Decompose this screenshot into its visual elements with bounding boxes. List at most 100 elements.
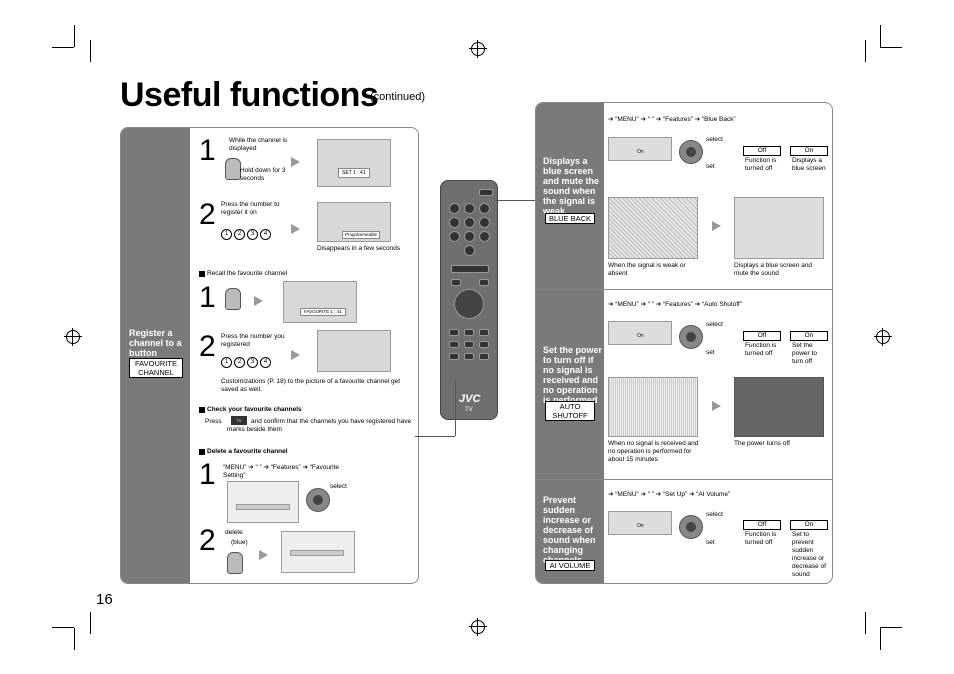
crop-mark: [880, 25, 881, 47]
step-number: 2: [199, 524, 216, 557]
remote-button: [449, 341, 459, 348]
tv-screen-image: FAVOURITE 1 : 41: [283, 281, 357, 323]
menu-screen-image: [281, 531, 355, 573]
remote-button: [464, 231, 475, 242]
crop-mark: [880, 627, 902, 628]
menu-path: ➔ “MENU” ➔ “ ” ➔ “Features” ➔ “Auto Shut…: [608, 301, 742, 308]
crop-mark: [52, 627, 74, 628]
option-description: Function is turned off: [745, 531, 777, 546]
option-description: Displays a blue screen: [792, 157, 826, 172]
side-bar: [536, 103, 604, 583]
side-tag: FAVOURITE CHANNEL: [129, 358, 183, 378]
divider: [536, 479, 832, 480]
number-button: 1: [221, 229, 232, 240]
remote-control-image: JVC TV: [440, 180, 498, 420]
remote-button: [449, 217, 460, 228]
select-label: select: [706, 136, 723, 143]
section-bullet: [199, 271, 205, 277]
tv-screen-image: Programmeable: [317, 202, 391, 242]
option-off: Off: [743, 520, 781, 530]
option-description: Function is turned off: [745, 342, 777, 357]
menu-screen-image: On: [608, 137, 672, 161]
tv-screen-image: SET 1 : 41: [317, 139, 391, 187]
remote-button: [449, 353, 459, 360]
side-bar: [121, 128, 190, 583]
number-button: 3: [247, 229, 258, 240]
step-number: 2: [199, 198, 216, 231]
remote-button: [449, 203, 460, 214]
step-number: 2: [199, 330, 216, 363]
remote-button: [479, 217, 490, 228]
section-bullet: [199, 407, 205, 413]
note-text: Customizations (P. 18) to the picture of…: [221, 378, 401, 393]
note-text: Disappears in a few seconds: [317, 245, 401, 252]
menu-path: ➔ “MENU” ➔ “ ” ➔ “Features” ➔ “Blue Back…: [608, 116, 736, 123]
arrow-right-icon: [291, 350, 300, 360]
number-button: 3: [247, 357, 258, 368]
number-button: 1: [221, 357, 232, 368]
option-off: Off: [743, 331, 781, 341]
menu-value: On: [637, 149, 644, 155]
instruction-text: and confirm that the channels you have r…: [251, 418, 412, 425]
hand-press-icon: [225, 158, 241, 180]
set-label: set: [706, 539, 715, 546]
remote-dial-icon: [679, 515, 703, 539]
power-off-image: [734, 377, 824, 437]
option-on: On: [790, 146, 828, 156]
remote-button: [449, 329, 459, 336]
hand-press-icon: [225, 288, 241, 310]
section-heading: Recall the favourite channel: [207, 270, 288, 277]
option-on: On: [790, 520, 828, 530]
remote-button: [479, 329, 489, 336]
set-label: set: [706, 349, 715, 356]
number-button: 4: [260, 357, 271, 368]
menu-screen-image: On: [608, 511, 672, 535]
connector-line: [496, 200, 536, 201]
hand-press-icon: [227, 552, 243, 574]
arrow-right-icon: [712, 221, 721, 231]
menu-bar: [236, 504, 290, 510]
remote-button: [464, 245, 475, 256]
blue-screen-image: [734, 197, 824, 259]
favourite-channel-panel: Register a channel to a button FAVOURITE…: [120, 127, 419, 584]
number-button: 2: [234, 357, 245, 368]
remote-button: [479, 203, 490, 214]
menu-screen-image: [227, 481, 299, 523]
select-label: select: [330, 483, 347, 490]
connector-line: [455, 380, 456, 436]
remote-dpad: [454, 289, 484, 319]
arrow-right-icon: [712, 401, 721, 411]
crop-mark: [865, 612, 866, 634]
page-title: Useful functions: [120, 76, 379, 114]
instruction-text: (blue): [231, 539, 248, 546]
option-description: Function is turned off: [745, 157, 777, 172]
remote-button: [464, 203, 475, 214]
remote-button: [479, 341, 489, 348]
page-number: 16: [96, 591, 113, 608]
menu-bar: [290, 550, 344, 556]
registration-mark: [874, 328, 892, 346]
brand-subtitle: TV: [465, 407, 473, 413]
step-number: 1: [199, 134, 216, 167]
select-label: select: [706, 321, 723, 328]
arrow-right-icon: [291, 157, 300, 167]
registration-mark: [469, 40, 487, 58]
instruction-text: Hold down for 3 seconds: [240, 167, 286, 182]
section-tag: AI VOLUME: [545, 560, 595, 571]
number-button: 4: [260, 229, 271, 240]
features-panel: Displays a blue screen and mute the soun…: [535, 102, 833, 584]
section-bullet: [199, 449, 205, 455]
remote-button: [464, 341, 474, 348]
brand-logo: JVC: [459, 393, 481, 405]
number-button: 2: [234, 229, 245, 240]
tv-screen-image: [317, 330, 391, 372]
no-signal-image: [608, 377, 698, 437]
remote-dial-icon: [679, 140, 703, 164]
crop-mark: [90, 612, 91, 634]
page-subtitle: (continued): [370, 91, 426, 103]
image-caption: The power turns off: [734, 440, 790, 447]
option-off: Off: [743, 146, 781, 156]
section-heading: Check your favourite channels: [207, 406, 302, 413]
screen-label: FAVOURITE 1 : 41: [300, 308, 346, 316]
